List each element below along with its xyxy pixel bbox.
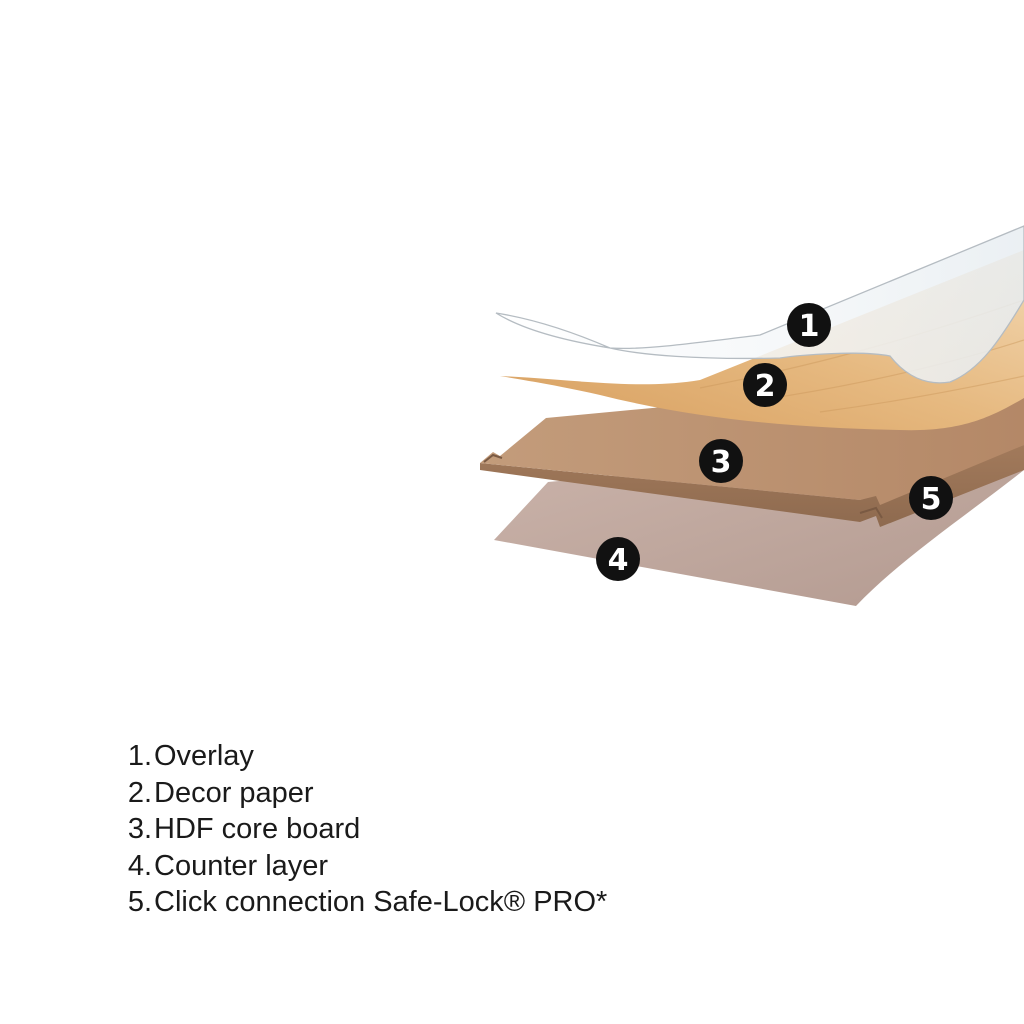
- svg-text:1: 1: [799, 309, 820, 344]
- legend-number: 1.: [124, 738, 152, 775]
- badge-1: 1: [787, 303, 831, 347]
- layer-legend: 1.Overlay 2.Decor paper 3.HDF core board…: [124, 738, 607, 921]
- svg-text:3: 3: [711, 445, 732, 480]
- legend-item-click-connection: 5.Click connection Safe-Lock® PRO*: [124, 884, 607, 921]
- legend-label: Decor paper: [154, 777, 314, 809]
- legend-label: Overlay: [154, 740, 254, 772]
- svg-text:4: 4: [608, 543, 629, 578]
- legend-item-decor-paper: 2.Decor paper: [124, 775, 607, 812]
- badge-2: 2: [743, 363, 787, 407]
- legend-number: 4.: [124, 848, 152, 885]
- legend-number: 5.: [124, 884, 152, 921]
- legend-label: HDF core board: [154, 813, 360, 845]
- badge-5: 5: [909, 476, 953, 520]
- legend-number: 2.: [124, 775, 152, 812]
- legend-label: Click connection Safe-Lock® PRO*: [154, 886, 607, 918]
- legend-item-overlay: 1.Overlay: [124, 738, 607, 775]
- legend-item-hdf-core-board: 3.HDF core board: [124, 811, 607, 848]
- legend-label: Counter layer: [154, 850, 328, 882]
- legend-item-counter-layer: 4.Counter layer: [124, 848, 607, 885]
- svg-text:5: 5: [921, 482, 942, 517]
- badge-4: 4: [596, 537, 640, 581]
- svg-text:2: 2: [755, 369, 776, 404]
- legend-number: 3.: [124, 811, 152, 848]
- badge-3: 3: [699, 439, 743, 483]
